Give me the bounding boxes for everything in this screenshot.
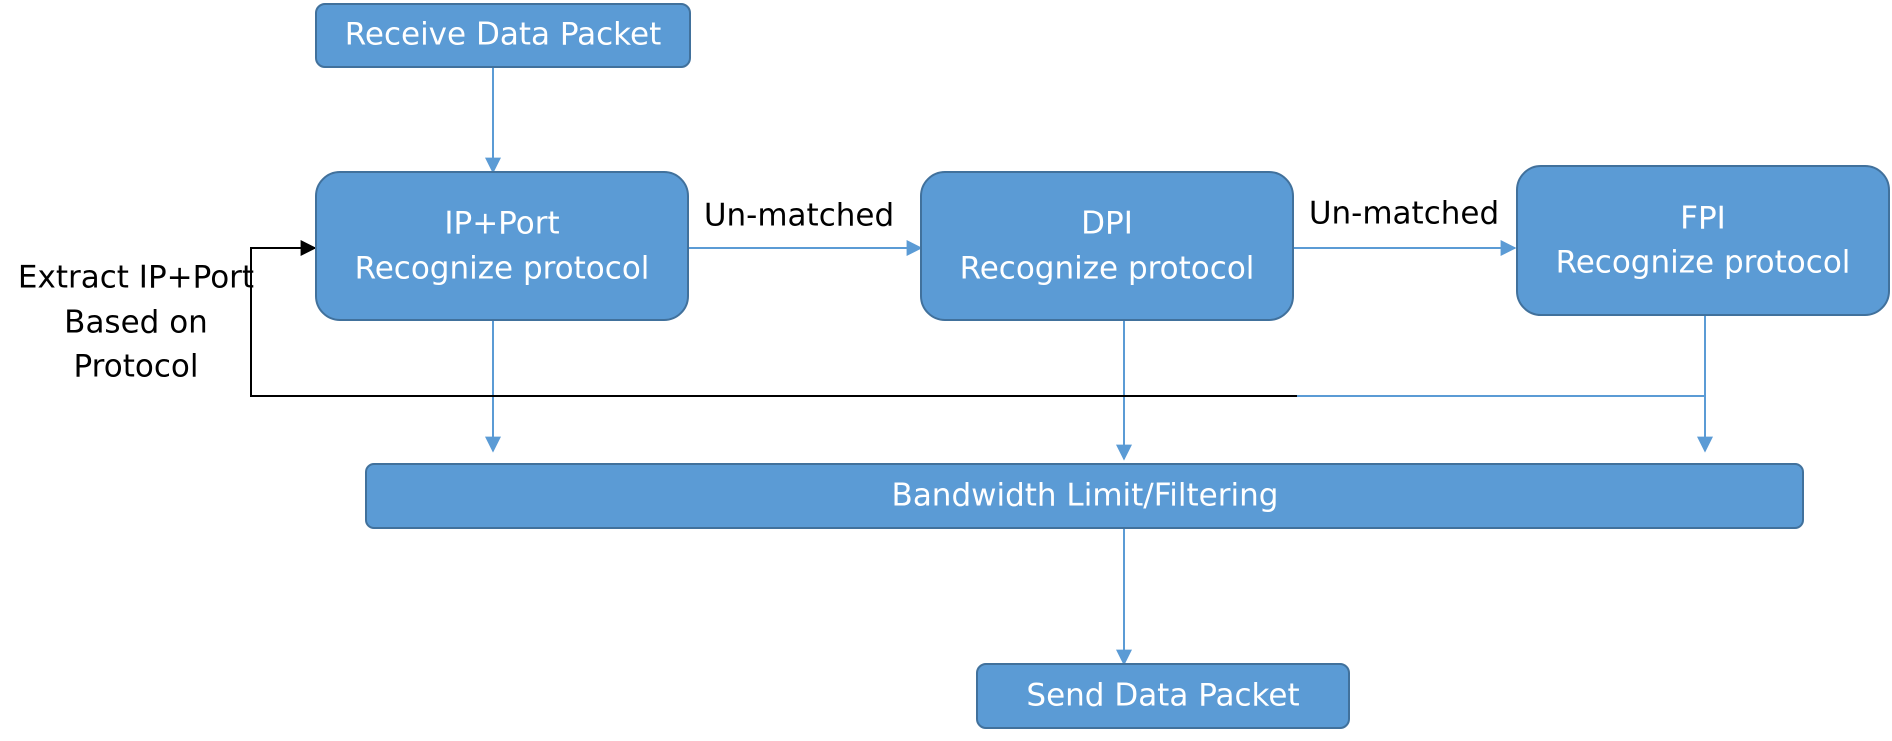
node-dpi: DPI Recognize protocol <box>920 171 1294 321</box>
node-send-data-packet: Send Data Packet <box>976 663 1350 729</box>
edge-label-dpi-to-fpi: Un-matched <box>1309 196 1499 232</box>
feedback-line-black <box>250 240 1297 397</box>
node-ip-port: IP+Port Recognize protocol <box>315 171 689 321</box>
node-fpi-title: FPI <box>1680 201 1726 237</box>
node-fpi-subtitle: Recognize protocol <box>1556 245 1851 281</box>
edge-label-ip-to-dpi: Un-matched <box>704 198 894 234</box>
node-receive-label: Receive Data Packet <box>345 17 662 53</box>
feedback-label-line3: Protocol <box>74 349 199 385</box>
node-ip-port-subtitle: Recognize protocol <box>355 251 650 287</box>
node-fpi-box <box>1516 165 1890 316</box>
node-send-box <box>976 663 1350 729</box>
node-bandwidth-box <box>365 463 1804 529</box>
node-ip-port-box <box>315 171 689 321</box>
node-dpi-title: DPI <box>1081 206 1133 242</box>
node-fpi: FPI Recognize protocol <box>1516 165 1890 316</box>
feedback-label-line1: Extract IP+Port <box>18 260 254 296</box>
node-receive-box <box>315 3 691 68</box>
node-send-label: Send Data Packet <box>1026 678 1299 714</box>
node-dpi-box <box>920 171 1294 321</box>
node-dpi-subtitle: Recognize protocol <box>960 251 1255 287</box>
feedback-label: Extract IP+Port Based on Protocol <box>18 260 254 385</box>
node-receive-data-packet: Receive Data Packet <box>315 3 691 68</box>
connectors <box>250 68 1713 666</box>
node-bandwidth-limit: Bandwidth Limit/Filtering <box>365 463 1804 529</box>
node-bandwidth-label: Bandwidth Limit/Filtering <box>892 478 1279 514</box>
node-ip-port-title: IP+Port <box>444 206 559 242</box>
feedback-label-line2: Based on <box>64 305 208 341</box>
